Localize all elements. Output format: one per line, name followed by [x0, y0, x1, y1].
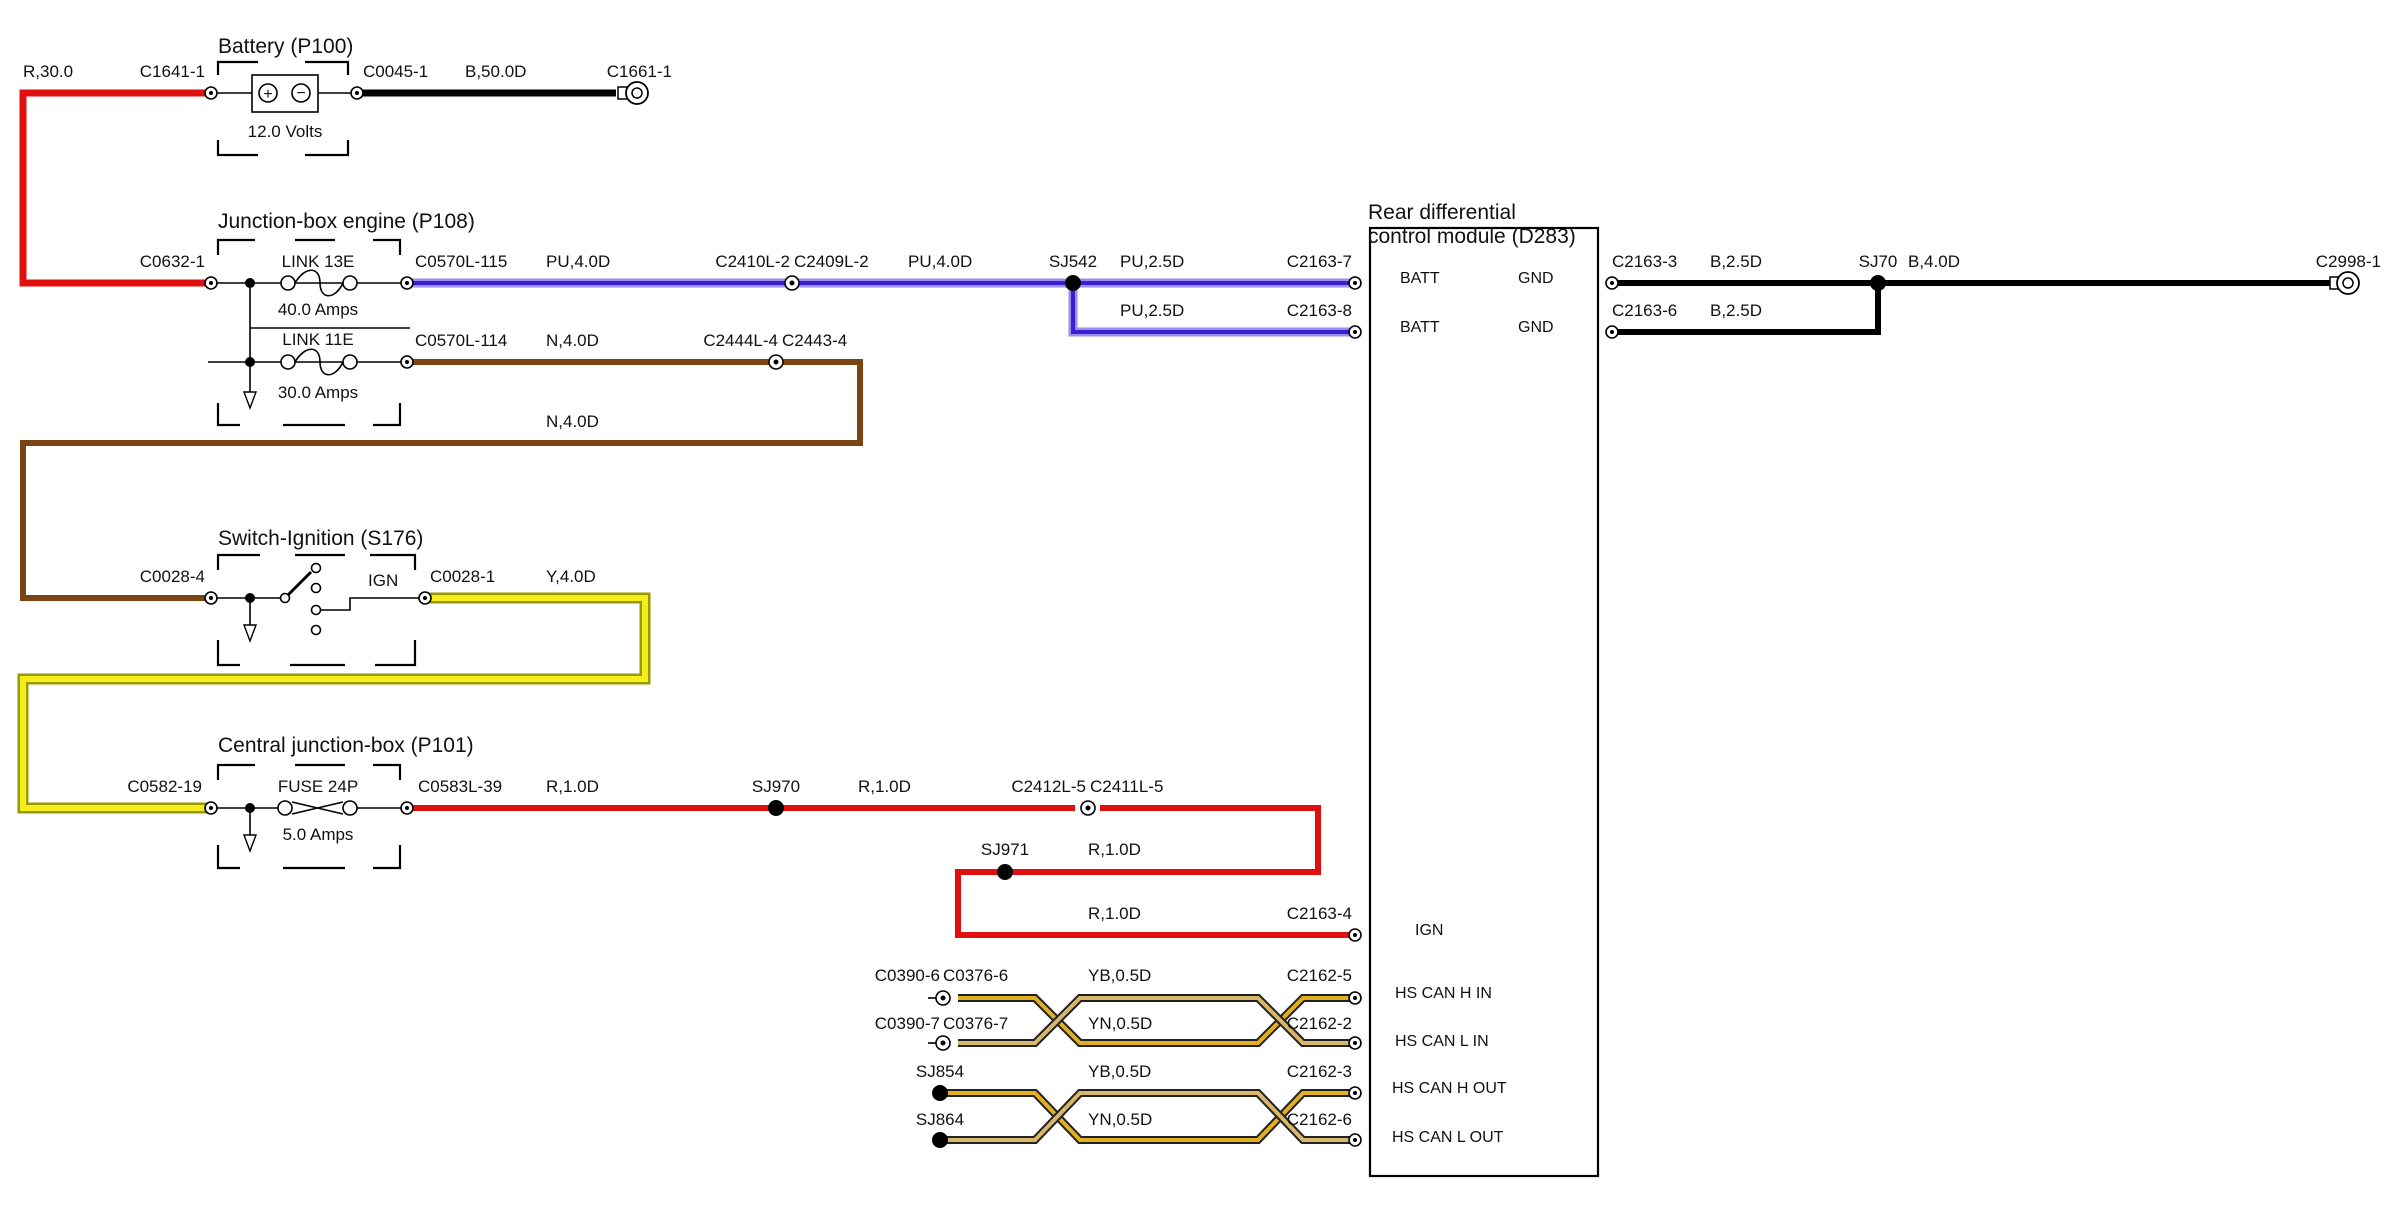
switch-ignition-title: Switch-Ignition (S176)	[218, 527, 423, 550]
connector-c2162-5: C2162-5	[1287, 966, 1352, 985]
wire-label-r-1-a: R,1.0D	[546, 777, 599, 796]
connector-c2162-3: C2162-3	[1287, 1062, 1352, 1081]
junction-box-engine-box	[208, 238, 410, 427]
module-pin-hs-can-l-in: HS CAN L IN	[1395, 1033, 1489, 1050]
connector-c2411l-5: C2411L-5	[1090, 777, 1163, 796]
module-pin-gnd-1: GND	[1518, 270, 1554, 287]
link-11e-rating: 30.0 Amps	[278, 383, 358, 402]
connector-c2163-3: C2163-3	[1612, 252, 1677, 271]
connector-c0028-4: C0028-4	[140, 567, 205, 586]
module-pin-hs-can-h-out: HS CAN H OUT	[1392, 1080, 1507, 1097]
wire-label-b-50: B,50.0D	[465, 62, 526, 81]
switch-ignition-box	[208, 553, 428, 667]
connector-c0376-7: C0376-7	[943, 1014, 1008, 1033]
connector-c2409l-2: C2409L-2	[794, 252, 869, 271]
wire-label-r-1-d: R,1.0D	[1088, 904, 1141, 923]
module-pin-batt-2: BATT	[1400, 319, 1440, 336]
splice-sj971: SJ971	[981, 840, 1029, 859]
connector-c2444l-4: C2444L-4	[703, 331, 778, 350]
wire-label-yn-b: YN,0.5D	[1088, 1110, 1152, 1129]
connector-c2162-2: C2162-2	[1287, 1014, 1352, 1033]
connector-c2163-8: C2163-8	[1287, 301, 1352, 320]
wire-label-n-4-a: N,4.0D	[546, 331, 599, 350]
battery-box: + −	[208, 60, 360, 157]
can-bus-pair-out	[940, 1089, 1358, 1144]
connector-c2410l-2: C2410L-2	[715, 252, 790, 271]
splice-sj854: SJ854	[916, 1062, 964, 1081]
connector-c0632-1: C0632-1	[140, 252, 205, 271]
connector-c1661-1: C1661-1	[607, 62, 672, 81]
module-pin-ign: IGN	[1415, 922, 1443, 939]
wire-pu-2-5-branch	[1068, 283, 1358, 337]
wire-label-b-2-5-a: B,2.5D	[1710, 252, 1762, 271]
splice-sj542: SJ542	[1049, 252, 1097, 271]
wire-label-b-2-5-b: B,2.5D	[1710, 301, 1762, 320]
wire-label-yn-a: YN,0.5D	[1088, 1014, 1152, 1033]
splice-sj970: SJ970	[752, 777, 800, 796]
connector-c0390-6: C0390-6	[875, 966, 940, 985]
battery-rating: 12.0 Volts	[248, 122, 323, 141]
wire-label-r-30: R,30.0	[23, 62, 73, 81]
connector-c2412l-5: C2412L-5	[1011, 777, 1086, 796]
rear-diff-module-box	[1368, 226, 1600, 1178]
fuse-24p-label: FUSE 24P	[278, 777, 358, 796]
module-title-line1: Rear differential	[1368, 201, 1516, 224]
wire-label-yb-a: YB,0.5D	[1088, 966, 1151, 985]
wire-label-pu-4-a: PU,4.0D	[546, 252, 610, 271]
connector-c0390-7: C0390-7	[875, 1014, 940, 1033]
connector-c2163-7: C2163-7	[1287, 252, 1352, 271]
wire-label-pu-4-b: PU,4.0D	[908, 252, 972, 271]
connector-c1641-1: C1641-1	[140, 62, 205, 81]
module-pin-hs-can-h-in: HS CAN H IN	[1395, 985, 1492, 1002]
connector-c2163-4: C2163-4	[1287, 904, 1352, 923]
switch-ign-label: IGN	[368, 571, 398, 590]
wire-label-pu-2-5-a: PU,2.5D	[1120, 252, 1184, 271]
module-pin-batt-1: BATT	[1400, 270, 1440, 287]
module-title-line2: control module (D283)	[1368, 225, 1576, 248]
central-junction-box-title: Central junction-box (P101)	[218, 734, 474, 757]
splice-sj70: SJ70	[1859, 252, 1898, 271]
connector-c0582-19: C0582-19	[127, 777, 202, 796]
connector-c0570l-115: C0570L-115	[415, 252, 507, 271]
module-pin-gnd-2: GND	[1518, 319, 1554, 336]
ground-terminal-icon	[617, 81, 649, 105]
wire-y-4	[17, 592, 651, 814]
central-junction-box-box	[208, 763, 410, 870]
wire-r-1-to-module	[955, 805, 1358, 938]
connector-symbols	[204, 81, 2360, 1147]
connector-c2443-4: C2443-4	[782, 331, 847, 350]
wire-label-y-4: Y,4.0D	[546, 567, 596, 586]
connector-c0583l-39: C0583L-39	[418, 777, 502, 796]
connector-c0028-1: C0028-1	[430, 567, 495, 586]
fuse-24p-rating: 5.0 Amps	[283, 825, 354, 844]
wire-label-yb-b: YB,0.5D	[1088, 1062, 1151, 1081]
wire-b-2-5-b	[1608, 283, 1881, 335]
battery-minus-icon: −	[296, 85, 305, 102]
ground-terminal-icon	[2329, 271, 2360, 295]
can-bus-pair-in	[958, 994, 1358, 1047]
junction-box-engine-title: Junction-box engine (P108)	[218, 210, 475, 233]
wire-label-pu-2-5-b: PU,2.5D	[1120, 301, 1184, 320]
wire-r-30	[19, 89, 208, 287]
link-11e-label: LINK 11E	[282, 330, 354, 349]
module-pin-hs-can-l-out: HS CAN L OUT	[1392, 1129, 1504, 1146]
connector-c2998-1: C2998-1	[2316, 252, 2381, 271]
connector-c0045-1: C0045-1	[363, 62, 428, 81]
connector-c2163-6: C2163-6	[1612, 301, 1677, 320]
connector-c0376-6: C0376-6	[943, 966, 1008, 985]
splice-dots	[768, 275, 1886, 1148]
connector-c2162-6: C2162-6	[1287, 1110, 1352, 1129]
link-13e-rating: 40.0 Amps	[278, 300, 358, 319]
wire-label-n-4-b: N,4.0D	[546, 412, 599, 431]
splice-sj864: SJ864	[916, 1110, 964, 1129]
battery-title: Battery (P100)	[218, 35, 353, 58]
wire-label-r-1-b: R,1.0D	[858, 777, 911, 796]
wire-label-r-1-c: R,1.0D	[1088, 840, 1141, 859]
wire-n-4	[20, 359, 863, 601]
wire-label-b-4: B,4.0D	[1908, 252, 1960, 271]
battery-plus-icon: +	[263, 86, 272, 103]
connector-c0570l-114: C0570L-114	[415, 331, 507, 350]
link-13e-label: LINK 13E	[282, 252, 355, 271]
